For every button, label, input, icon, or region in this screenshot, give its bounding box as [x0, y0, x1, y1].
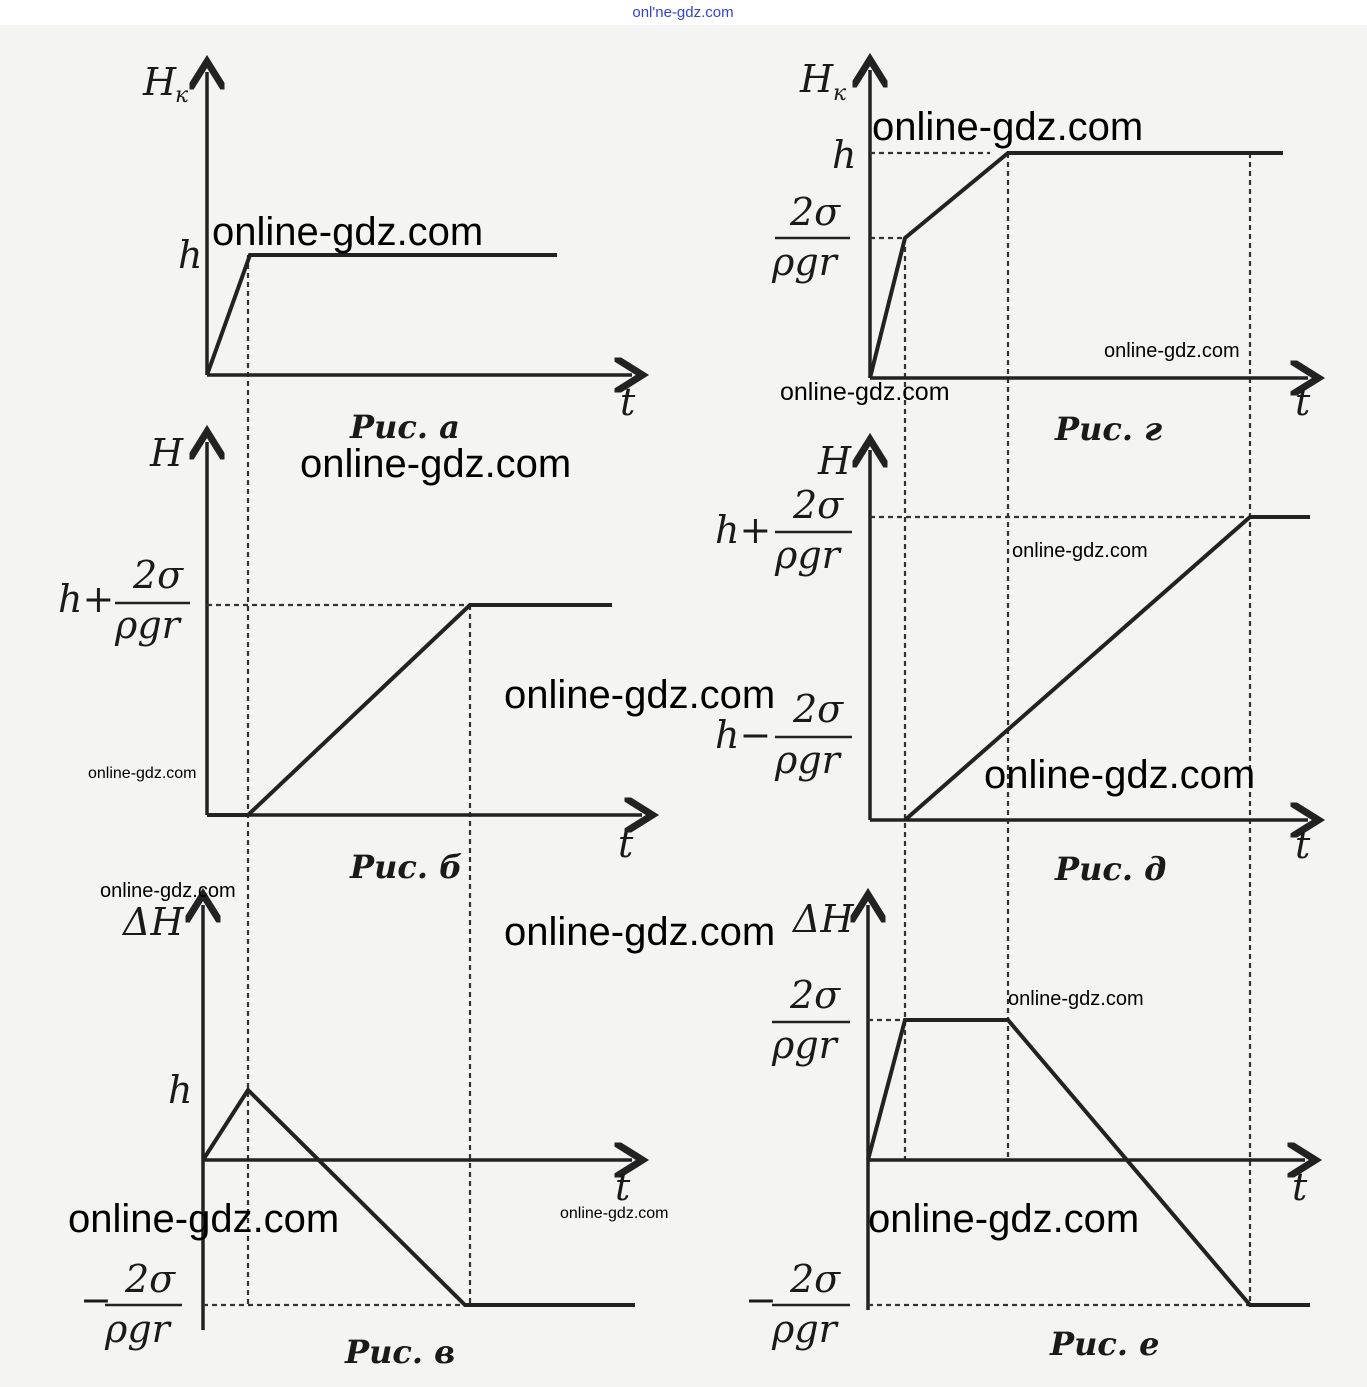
watermarks: online-gdz.com online-gdz.com online-gdz… [68, 105, 1255, 1241]
fraction-numerator: 2σ [124, 1257, 176, 1301]
watermark: online-gdz.com [1104, 340, 1240, 362]
figure-caption: Рис. д [1054, 850, 1166, 888]
watermark: online-gdz.com [560, 1205, 669, 1222]
figure-caption: Рис. г [1054, 410, 1162, 448]
x-axis-label: t [620, 380, 636, 424]
tick-label-h: h [178, 233, 202, 277]
fraction-denominator: ρgr [771, 1307, 840, 1351]
figure-e: ΔH 2σ ρgr − 2σ ρgr t Рис. е [745, 897, 1310, 1363]
y-axis-subscript: к [175, 83, 189, 108]
tick-label-h-minus: h− [715, 713, 771, 757]
figure-g: H к h 2σ ρgr t Рис. г [771, 57, 1311, 448]
tick-label-h: h [168, 1068, 192, 1112]
watermark: online-gdz.com [1008, 988, 1144, 1010]
y-axis-label: H [817, 439, 852, 483]
graph-line [207, 603, 612, 817]
fraction-numerator: 2σ [792, 687, 844, 731]
y-axis-label: ΔH [121, 900, 184, 944]
fraction-denominator: ρgr [104, 1307, 173, 1351]
y-axis-subscript: к [833, 81, 847, 106]
watermark: online-gdz.com [1012, 540, 1148, 562]
y-axis-label: H [799, 57, 834, 101]
watermark: online-gdz.com [504, 673, 775, 717]
x-axis-label: t [1292, 1165, 1308, 1209]
fraction-numerator: 2σ [789, 1257, 841, 1301]
fraction-denominator: ρgr [114, 603, 183, 647]
figure-caption: Рис. а [349, 408, 460, 446]
x-axis-label: t [618, 822, 634, 866]
graph-line [903, 515, 1310, 822]
watermark: online-gdz.com [504, 910, 775, 954]
tick-label-h-plus: h+ [715, 508, 771, 552]
watermark: online-gdz.com [984, 753, 1255, 797]
x-axis-label: t [1295, 380, 1311, 424]
watermark: online-gdz.com [100, 880, 236, 902]
fraction-denominator: ρgr [774, 533, 843, 577]
fraction-numerator: 2σ [792, 483, 844, 527]
watermark: online-gdz.com [300, 442, 571, 486]
graph-line [201, 1086, 635, 1307]
y-axis-label: ΔH [791, 897, 854, 941]
x-axis-label: t [615, 1165, 631, 1209]
graph-line [205, 253, 557, 376]
minus-sign: − [745, 1278, 777, 1322]
fraction-numerator: 2σ [789, 190, 841, 234]
figure-b: H h+ 2σ ρgr t Рис. б [58, 431, 642, 886]
y-axis-label: H [149, 431, 184, 475]
tick-label-h: h [832, 133, 856, 177]
fraction-denominator: ρgr [771, 1023, 840, 1067]
figure-d: H h+ 2σ ρgr h− 2σ ρgr t Рис. д [715, 439, 1311, 888]
watermark: online-gdz.com [88, 765, 197, 782]
fraction-numerator: 2σ [132, 553, 184, 597]
site-header: onl'ne-gdz.com [632, 4, 733, 21]
minus-sign: − [80, 1278, 112, 1322]
figure-caption: Рис. е [1049, 1325, 1159, 1363]
watermark: online-gdz.com [212, 210, 483, 254]
y-axis-label: H [142, 60, 177, 104]
x-axis-label: t [1295, 823, 1311, 867]
fraction-denominator: ρgr [774, 738, 843, 782]
figure-v: ΔH h − 2σ ρgr t Рис. в [80, 900, 635, 1371]
watermark: online-gdz.com [780, 378, 950, 406]
graph-line [868, 151, 1283, 379]
graph-line [866, 1018, 1310, 1307]
fraction-denominator: ρgr [771, 240, 840, 284]
watermark: online-gdz.com [868, 1197, 1139, 1241]
figure-caption: Рис. в [344, 1333, 455, 1371]
fraction-numerator: 2σ [789, 973, 841, 1017]
figure-caption: Рис. б [349, 848, 462, 886]
tick-label-h-plus: h+ [58, 577, 114, 621]
watermark: online-gdz.com [68, 1197, 339, 1241]
watermark: online-gdz.com [872, 105, 1143, 149]
figure-a: H к h t Рис. а [142, 60, 636, 446]
